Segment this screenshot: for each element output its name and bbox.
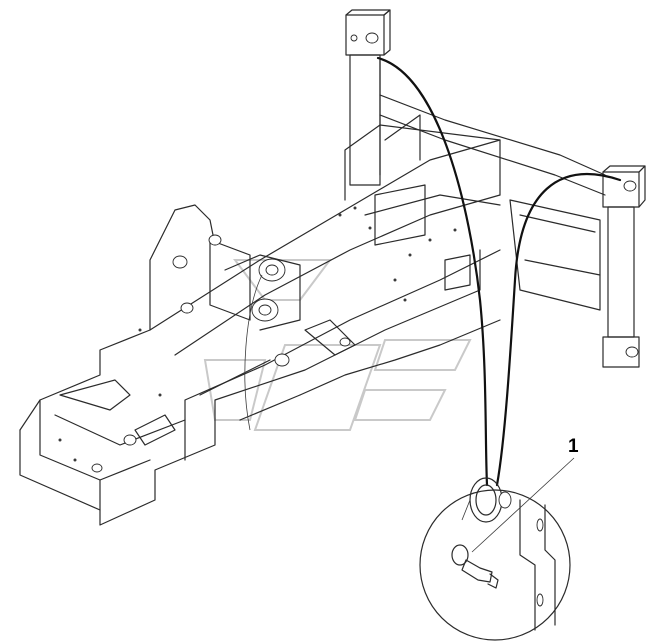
callout-number: 1	[568, 436, 579, 457]
hydraulic-hose	[244, 56, 622, 487]
loader-frame-drawing	[19, 59, 606, 526]
callout-1: 1	[471, 436, 579, 553]
lift-cylinder	[602, 165, 646, 368]
watermark-logo	[203, 259, 472, 431]
detail-circle	[419, 489, 571, 641]
lift-cylinder	[345, 9, 391, 186]
frame-holes	[58, 206, 457, 473]
